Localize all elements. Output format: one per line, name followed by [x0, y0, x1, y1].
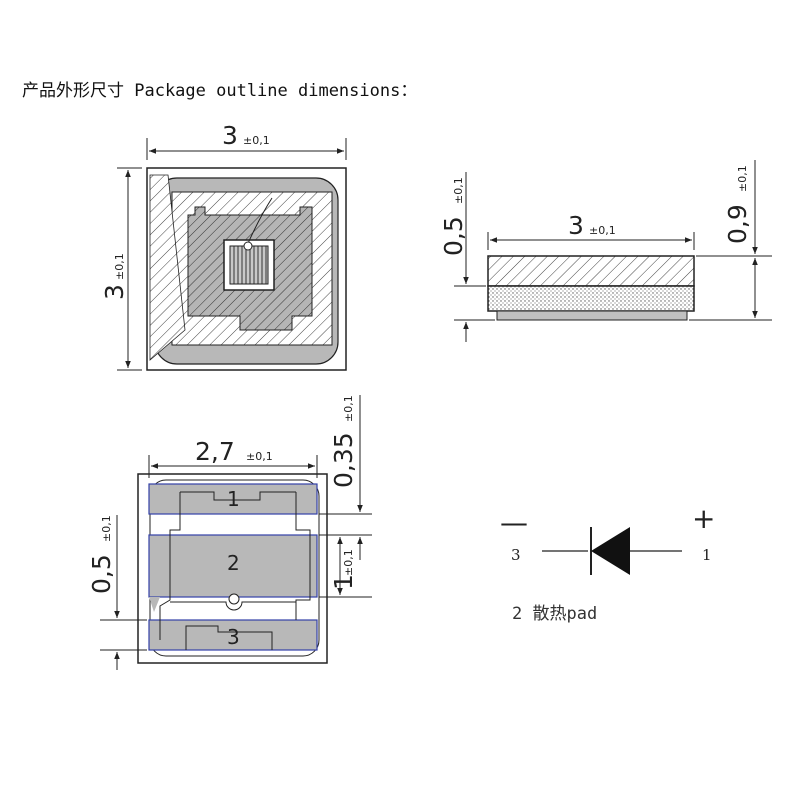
bottom-view-pad-height-tolerance: ±0,1	[100, 515, 113, 542]
top-view: 3 ±0,1 3 ±0,1	[100, 121, 347, 371]
bottom-view-width-tolerance: ±0,1	[246, 450, 273, 463]
bottom-pad-1-label: 1	[227, 487, 240, 511]
bottom-pad-2	[148, 534, 318, 598]
anode-pin-label: 1	[702, 546, 712, 564]
side-view-total-value: 0,9	[723, 204, 752, 244]
bottom-view-polarity-mark	[228, 593, 240, 605]
side-view-total-tolerance: ±0,1	[736, 165, 749, 192]
cathode-minus-sign: —	[500, 506, 528, 539]
bottom-pad-1-frame	[179, 491, 297, 514]
bottom-view-center-pad-tolerance: ±0,1	[342, 549, 355, 576]
side-view-body	[487, 255, 695, 287]
bottom-view-gap-tolerance: ±0,1	[342, 395, 355, 422]
side-view-lens-tolerance: ±0,1	[452, 177, 465, 204]
anode-plus-sign: +	[692, 502, 715, 535]
bottom-pad-2-label: 2	[227, 551, 240, 575]
side-view-length-value: 3	[568, 211, 584, 240]
top-view-width-value: 3	[222, 121, 238, 150]
bottom-view-pad-height-value: 0,5	[87, 554, 116, 594]
bottom-view-center-pad-value: 1	[329, 574, 358, 590]
cathode-pin-label: 3	[511, 546, 521, 564]
page-title: 产品外形尺寸 Package outline dimensions：	[22, 81, 418, 101]
bottom-view: 1 2 3 2,7 ±0,1 0,35 ±0,1 1 ±0,1 0,5	[87, 395, 372, 670]
side-view-base	[496, 310, 688, 321]
bottom-view-width-value: 2,7	[195, 437, 235, 466]
thermal-pad-legend: 2 散热pad	[512, 604, 597, 624]
side-view: 3 ±0,1 0,5 ±0,1 0,9 ±0,1	[439, 160, 772, 342]
bottom-pad-1	[148, 483, 318, 515]
diode-symbol: — + 3 1 2 散热pad	[500, 502, 715, 624]
top-view-bond-ball	[243, 241, 253, 251]
side-view-lens	[487, 285, 695, 312]
diode-triangle	[591, 527, 630, 575]
top-view-wedge	[149, 174, 186, 361]
bottom-view-gap-value: 0,35	[329, 432, 358, 488]
bottom-pad-3	[148, 619, 318, 651]
side-view-length-tolerance: ±0,1	[589, 224, 616, 237]
bottom-pad-3-label: 3	[227, 625, 240, 649]
top-view-chip	[229, 245, 269, 285]
top-view-height-value: 3	[100, 284, 129, 300]
top-view-height-tolerance: ±0,1	[113, 253, 126, 280]
side-view-lens-value: 0,5	[439, 216, 468, 256]
top-view-width-tolerance: ±0,1	[243, 134, 270, 147]
bottom-pad-3-frame	[185, 625, 273, 650]
